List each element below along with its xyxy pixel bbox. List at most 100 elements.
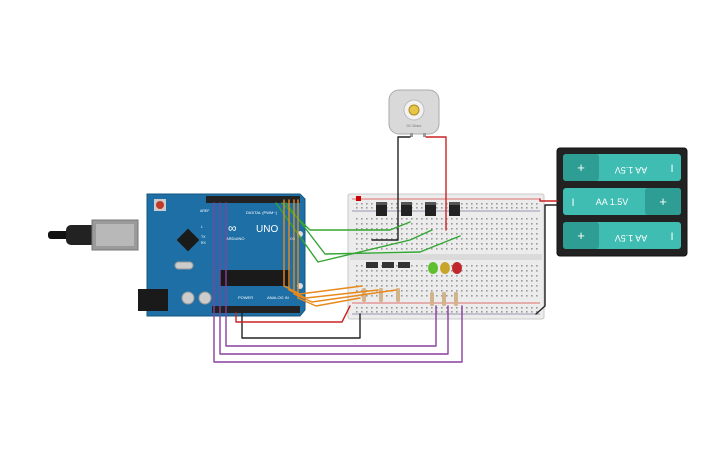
breadboard-hole bbox=[386, 307, 388, 309]
switch[interactable] bbox=[382, 262, 394, 268]
breadboard-hole bbox=[461, 280, 463, 282]
breadboard-hole bbox=[371, 233, 373, 235]
breadboard-hole bbox=[421, 265, 423, 267]
breadboard-hole bbox=[446, 228, 448, 230]
breadboard-hole bbox=[371, 275, 373, 277]
wire-green[interactable] bbox=[275, 202, 433, 263]
transistor[interactable] bbox=[425, 202, 436, 216]
led-body bbox=[428, 262, 438, 274]
wire-black[interactable] bbox=[535, 204, 558, 315]
breadboard-hole bbox=[411, 228, 413, 230]
breadboard-hole bbox=[511, 265, 513, 267]
breadboard-hole bbox=[501, 285, 503, 287]
wire-orange[interactable] bbox=[297, 199, 361, 307]
breadboard-hole bbox=[386, 280, 388, 282]
resistor[interactable] bbox=[430, 292, 434, 306]
breadboard-hole bbox=[526, 307, 528, 309]
breadboard-hole bbox=[461, 223, 463, 225]
wire-green[interactable] bbox=[285, 202, 461, 255]
wire-black[interactable] bbox=[371, 136, 411, 241]
breadboard-hole bbox=[471, 228, 473, 230]
breadboard-hole bbox=[356, 280, 358, 282]
wire-purple[interactable] bbox=[219, 202, 449, 355]
wire-red[interactable] bbox=[235, 305, 351, 323]
breadboard-hole bbox=[401, 295, 403, 297]
wire-orange[interactable] bbox=[283, 199, 363, 295]
breadboard-hole bbox=[431, 218, 433, 220]
resistor[interactable] bbox=[396, 288, 400, 302]
breadboard-hole bbox=[481, 265, 483, 267]
breadboard-hole bbox=[416, 295, 418, 297]
breadboard-hole bbox=[516, 265, 518, 267]
led-red[interactable] bbox=[452, 262, 462, 274]
wire-purple[interactable] bbox=[213, 202, 463, 363]
arduino-uno[interactable]: ∞ UNO ARDUINO DIGITAL (PWM~) ANALOG IN P… bbox=[48, 193, 306, 317]
wire-red[interactable] bbox=[425, 136, 447, 231]
led-yellow[interactable] bbox=[440, 262, 450, 274]
breadboard-hole bbox=[536, 228, 538, 230]
breadboard-hole bbox=[416, 307, 418, 309]
breadboard-hole bbox=[481, 248, 483, 250]
breadboard-hole bbox=[361, 248, 363, 250]
reset-button[interactable] bbox=[156, 201, 164, 209]
breadboard-hole bbox=[446, 207, 448, 209]
breadboard-hole bbox=[386, 295, 388, 297]
resistor[interactable] bbox=[379, 288, 383, 302]
usb-cable[interactable] bbox=[48, 219, 139, 251]
led-green[interactable] bbox=[428, 262, 438, 274]
breadboard-hole bbox=[456, 228, 458, 230]
resistor[interactable] bbox=[454, 292, 458, 306]
breadboard-hole bbox=[386, 228, 388, 230]
wire-purple[interactable] bbox=[225, 202, 437, 347]
switch[interactable] bbox=[366, 262, 378, 268]
breadboard-hole bbox=[391, 238, 393, 240]
on-label: ON bbox=[290, 237, 296, 241]
breadboard-hole bbox=[441, 207, 443, 209]
breadboard-hole bbox=[506, 280, 508, 282]
breadboard-hole bbox=[426, 243, 428, 245]
switch[interactable] bbox=[398, 262, 410, 268]
breadboard-hole bbox=[481, 218, 483, 220]
battery-pack[interactable]: + I AA 1.5V I + AA 1.5V + I AA 1.5V bbox=[556, 147, 688, 257]
breadboard-hole bbox=[501, 228, 503, 230]
breadboard-hole bbox=[441, 280, 443, 282]
breadboard-hole bbox=[441, 275, 443, 277]
breadboard-hole bbox=[371, 203, 373, 205]
analog-label: ANALOG IN bbox=[267, 295, 289, 300]
wire-black[interactable] bbox=[241, 312, 361, 339]
breadboard-hole bbox=[436, 207, 438, 209]
breadboard-hole bbox=[461, 243, 463, 245]
breadboard-hole bbox=[511, 207, 513, 209]
breadboard-hole bbox=[361, 311, 363, 313]
breadboard-hole bbox=[416, 203, 418, 205]
breadboard-hole bbox=[506, 275, 508, 277]
breadboard-hole bbox=[356, 290, 358, 292]
breadboard-hole bbox=[466, 275, 468, 277]
wire-orange[interactable] bbox=[293, 199, 397, 303]
breadboard-hole bbox=[426, 285, 428, 287]
breadboard-hole bbox=[536, 243, 538, 245]
battery-minus-label: I bbox=[670, 163, 673, 175]
resistor[interactable] bbox=[442, 292, 446, 306]
breadboard-hole bbox=[456, 280, 458, 282]
breadboard-hole bbox=[451, 228, 453, 230]
transistor[interactable] bbox=[449, 202, 460, 216]
breadboard-hole bbox=[486, 243, 488, 245]
wire-red[interactable] bbox=[539, 198, 558, 202]
breadboard-hole bbox=[401, 248, 403, 250]
transistor[interactable] bbox=[376, 202, 387, 216]
transistor[interactable] bbox=[401, 202, 412, 216]
breadboard-hole bbox=[496, 248, 498, 250]
breadboard-hole bbox=[401, 275, 403, 277]
breadboard-hole bbox=[356, 203, 358, 205]
breadboard-hole bbox=[366, 307, 368, 309]
battery-plus-label: + bbox=[659, 194, 667, 209]
breadboard-hole bbox=[391, 307, 393, 309]
breadboard-hole bbox=[431, 248, 433, 250]
breadboard-hole bbox=[421, 311, 423, 313]
dc-motor[interactable]: DC Motor bbox=[388, 89, 440, 137]
breadboard-hole bbox=[356, 248, 358, 250]
breadboard-hole bbox=[511, 290, 513, 292]
breadboard-hole bbox=[496, 307, 498, 309]
breadboard-hole bbox=[476, 223, 478, 225]
